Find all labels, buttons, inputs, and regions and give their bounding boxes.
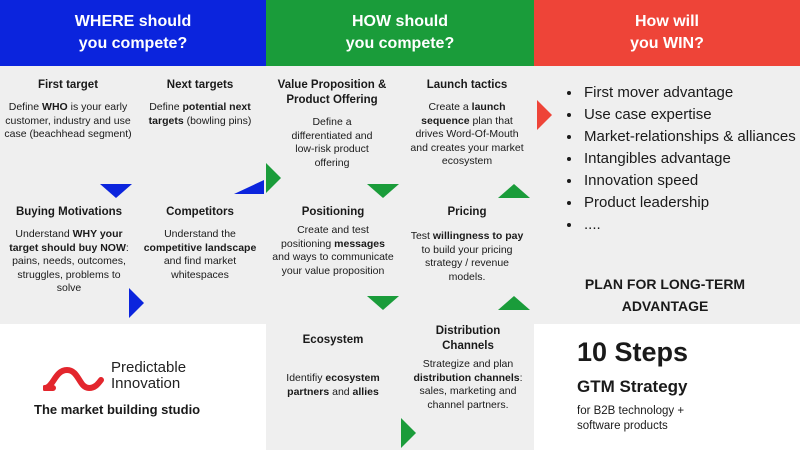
- flow-arrow-right-1: [129, 288, 144, 318]
- pricing-cell: Pricing Test willingness to pay to build…: [402, 205, 532, 284]
- first-target-title: First target: [37, 79, 99, 91]
- advantage-item: Product leadership: [582, 192, 800, 214]
- where-header-line-1: WHERE should: [74, 13, 192, 30]
- ecosystem-title: Ecosystem: [302, 334, 364, 346]
- buying-motivations-title: Buying Motivations: [15, 206, 123, 218]
- buying-motivations-cell: Buying Motivations Understand WHY your t…: [4, 205, 134, 296]
- win-header-line-2: you WIN?: [630, 35, 704, 52]
- distribution-channels-body: Strategize and plan distribution channel…: [413, 358, 523, 411]
- positioning-body: Create and test positioning messages and…: [272, 224, 394, 277]
- flow-arrow-down-2: [367, 184, 399, 198]
- next-targets-cell: Next targets Define potential next targe…: [136, 78, 264, 128]
- emphasis-text: WHY your target should buy NOW: [9, 228, 126, 254]
- plan-long-term-text: PLAN FOR LONG-TERM ADVANTAGE: [560, 273, 770, 317]
- brand-name-line-1: Predictable: [111, 359, 187, 376]
- win-header: How will you WIN?: [534, 0, 800, 66]
- pricing-title: Pricing: [447, 206, 487, 218]
- advantage-item: First mover advantage: [582, 82, 800, 104]
- how-header-line-2: you compete?: [345, 35, 455, 52]
- advantage-item: Innovation speed: [582, 170, 800, 192]
- emphasis-text: WHO: [42, 101, 68, 113]
- steps-note-line-2: software products: [577, 420, 668, 432]
- flow-arrow-right-3: [401, 418, 416, 448]
- launch-tactics-cell: Launch tactics Create a launch sequence …: [402, 78, 532, 169]
- brand-tagline: The market building studio: [34, 402, 201, 417]
- emphasis-text: ecosystem partners: [287, 372, 380, 398]
- emphasis-text: messages: [334, 237, 385, 250]
- flow-arrow-right-2: [266, 163, 281, 193]
- value-proposition-body: Define a differentiated and low-risk pro…: [291, 116, 373, 169]
- emphasis-text: competitive landscape: [143, 241, 257, 254]
- how-header-line-1: HOW should: [352, 13, 448, 30]
- advantage-item: Market-relationships & alliances: [582, 126, 800, 148]
- steps-headline: 10 Steps: [577, 337, 689, 367]
- competitors-title: Competitors: [166, 206, 234, 218]
- win-header-line-1: How will: [635, 13, 699, 30]
- advantage-item: Use case expertise: [582, 104, 800, 126]
- first-target-cell: First target Define WHO is your early cu…: [4, 78, 132, 142]
- emphasis-text: launch sequence: [421, 101, 506, 127]
- how-panel: [266, 66, 534, 450]
- positioning-title: Positioning: [301, 206, 365, 218]
- how-header: HOW should you compete?: [266, 0, 534, 66]
- flow-arrow-down-3: [367, 296, 399, 310]
- advantage-item: ....: [582, 214, 800, 236]
- distribution-channels-cell: Distribution Channels Strategize and pla…: [402, 324, 534, 412]
- emphasis-text: allies: [352, 385, 379, 398]
- flow-arrow-up-1: [234, 180, 264, 194]
- brand-name-line-2: Innovation: [111, 375, 181, 392]
- next-targets-title: Next targets: [166, 79, 234, 91]
- steps-note: for B2B technology + software products: [577, 404, 684, 434]
- launch-tactics-title: Launch tactics: [426, 79, 508, 91]
- advantage-item: Intangibles advantage: [582, 148, 800, 170]
- pricing-body: Test willingness to pay to build your pr…: [410, 230, 524, 283]
- first-target-body: Define WHO is your early customer, indus…: [4, 101, 132, 140]
- plan-line-2: ADVANTAGE: [621, 298, 709, 314]
- positioning-cell: Positioning Create and test positioning …: [268, 205, 398, 278]
- ecosystem-body: Identifiy ecosystem partners and allies: [286, 372, 380, 398]
- steps-subtitle: GTM Strategy: [577, 377, 688, 396]
- value-proposition-title: Value Proposition & Product Offering: [277, 79, 387, 106]
- brand-name: Predictable Innovation: [111, 360, 186, 392]
- value-proposition-cell: Value Proposition & Product Offering Def…: [268, 78, 396, 170]
- flow-arrow-up-3: [498, 296, 530, 310]
- where-header-line-2: you compete?: [78, 35, 188, 52]
- predictable-innovation-logo-icon: [43, 366, 104, 392]
- emphasis-text: distribution channels: [413, 371, 520, 384]
- next-targets-body: Define potential next targets (bowling p…: [148, 101, 252, 127]
- buying-motivations-body: Understand WHY your target should buy NO…: [9, 228, 129, 294]
- flow-arrow-right-4: [537, 100, 552, 130]
- where-panel: [0, 66, 266, 324]
- emphasis-text: potential next targets: [148, 101, 251, 127]
- emphasis-text: willingness to pay: [432, 230, 524, 242]
- advantages-list: First mover advantage Use case expertise…: [568, 82, 800, 236]
- distribution-channels-title: Distribution Channels: [435, 325, 501, 352]
- flow-arrow-up-2: [498, 184, 530, 198]
- plan-line-1: PLAN FOR LONG-TERM: [584, 276, 746, 292]
- flow-arrow-down-1: [100, 184, 132, 198]
- competitors-body: Understand the competitive landscape and…: [143, 228, 257, 281]
- ecosystem-cell: Ecosystem Identifiy ecosystem partners a…: [268, 333, 398, 399]
- competitors-cell: Competitors Understand the competitive l…: [136, 205, 264, 282]
- where-header: WHERE should you compete?: [0, 0, 266, 66]
- steps-note-line-1: for B2B technology +: [577, 405, 685, 417]
- launch-tactics-body: Create a launch sequence plan that drive…: [410, 101, 524, 167]
- win-panel: [534, 66, 800, 324]
